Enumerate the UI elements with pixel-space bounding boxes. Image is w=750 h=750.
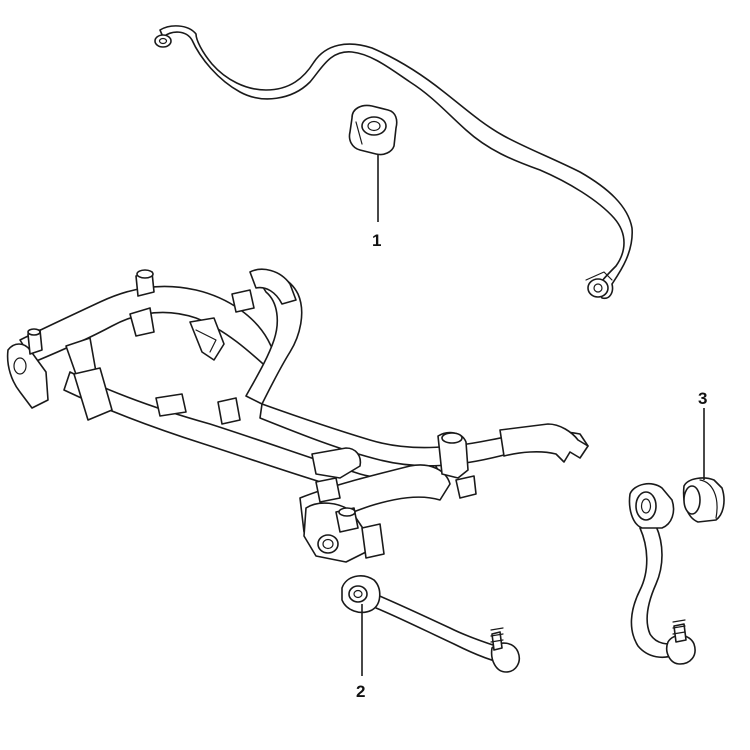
wishbone — [628, 482, 696, 665]
stabilizer-bushing — [348, 104, 398, 156]
callout-2: 2 — [356, 682, 365, 701]
stabilizer-bar — [154, 25, 633, 300]
callout-1: 1 — [372, 231, 381, 250]
wishbone-bushing — [682, 477, 725, 523]
front-axle-carrier — [6, 268, 589, 563]
callout-3: 3 — [698, 389, 707, 408]
tension-strut — [341, 575, 521, 673]
